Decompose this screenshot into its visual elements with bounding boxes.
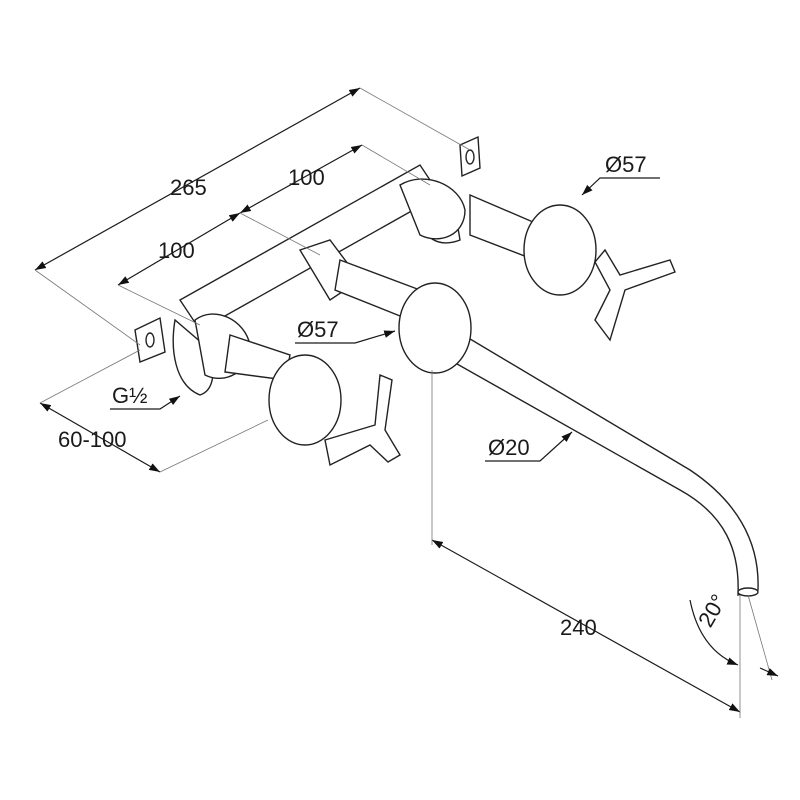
label-diameter-57-middle: Ø57 [297,317,339,342]
cross-handle-right [594,248,676,342]
label-240: 240 [560,615,597,640]
label-spout-diameter: Ø20 [488,435,530,460]
label-angle: 20° [693,590,731,631]
label-100-lower: 100 [158,238,195,263]
mounting-body [134,135,541,396]
dimension-lines [34,87,779,718]
label-265: 265 [170,175,207,200]
label-diameter-57-right: Ø57 [605,152,647,177]
label-100-upper: 100 [288,165,325,190]
label-thread: G½ [112,383,147,408]
rosette-left [268,354,401,467]
spout [398,282,759,597]
rosette-middle [398,282,472,374]
label-wall-depth: 60-100 [58,427,127,452]
cross-handle-left [324,373,401,467]
rosette-right [523,204,676,342]
